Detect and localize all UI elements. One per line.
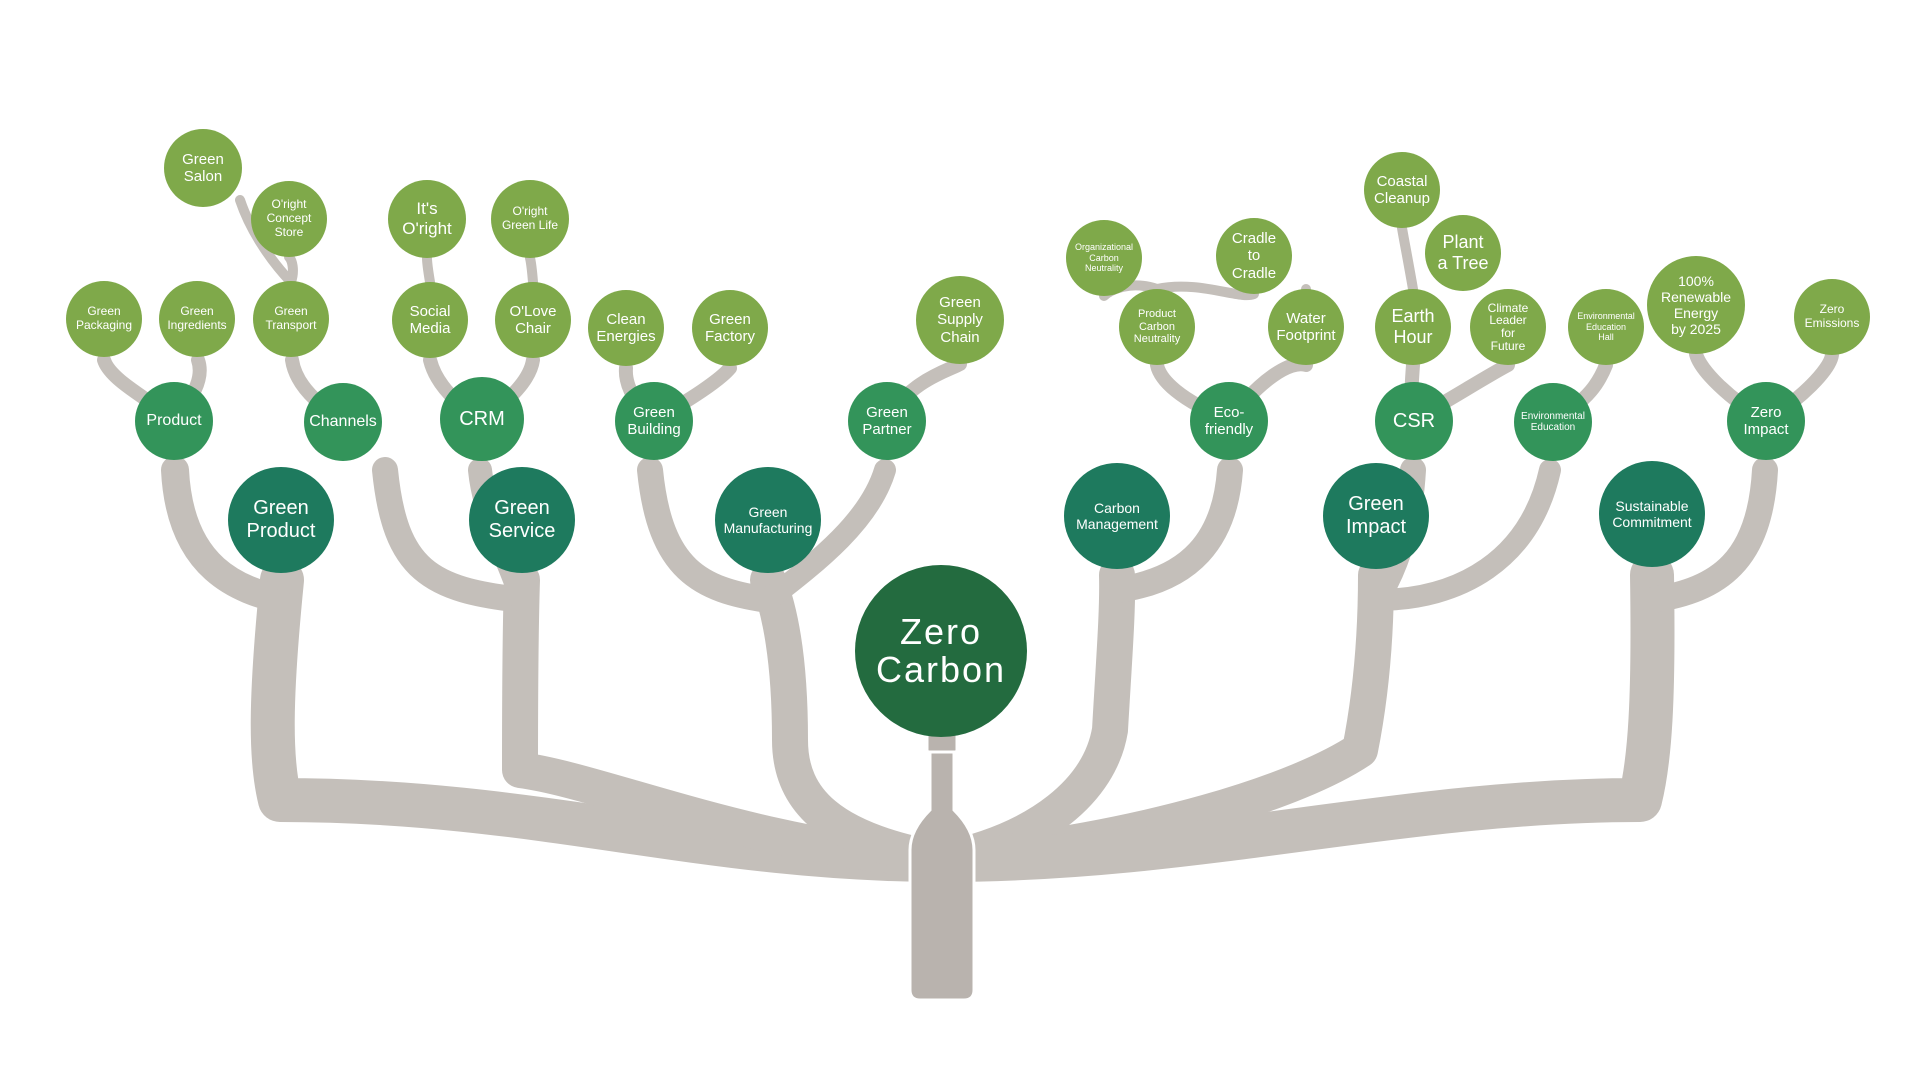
tree-branch bbox=[165, 490, 292, 610]
node-eco-friendly: Eco- friendly bbox=[1190, 382, 1268, 460]
node-product: Product bbox=[135, 382, 213, 460]
bottle-body bbox=[908, 750, 976, 1002]
node-green-partner: Green Partner bbox=[848, 382, 926, 460]
node-green-impact: Green Impact bbox=[1323, 463, 1429, 569]
node-organizational-carbon-neutrality: Organizational Carbon Neutrality bbox=[1066, 220, 1142, 296]
node-olove-chair: O'Love Chair bbox=[495, 282, 571, 358]
node-environmental-education: Environmental Education bbox=[1514, 383, 1592, 461]
node-crm: CRM bbox=[440, 377, 524, 461]
tree-branch bbox=[525, 253, 538, 287]
node-environmental-education-hall: Environmental Education Hall bbox=[1568, 289, 1644, 365]
node-green-ingredients: Green Ingredients bbox=[159, 281, 235, 357]
node-plant-a-tree: Plant a Tree bbox=[1425, 215, 1501, 291]
tree-branch bbox=[920, 553, 1675, 882]
tree-branch bbox=[1152, 281, 1259, 301]
node-oright-concept-store: O'right Concept Store bbox=[251, 181, 327, 257]
tree-branch bbox=[637, 457, 781, 613]
node-cradle-to-cradle: Cradle to Cradle bbox=[1216, 218, 1292, 294]
tree-branch bbox=[1639, 457, 1778, 613]
node-green-building: Green Building bbox=[615, 382, 693, 460]
node-earth-hour: Earth Hour bbox=[1375, 289, 1451, 365]
node-social-media: Social Media bbox=[392, 282, 468, 358]
node-sustainable-commitment: Sustainable Commitment bbox=[1599, 461, 1705, 567]
node-water-footprint: Water Footprint bbox=[1268, 289, 1344, 365]
tree-branch bbox=[284, 252, 298, 287]
tree-branch bbox=[1397, 223, 1418, 294]
node-root-zero-carbon: Zero Carbon bbox=[855, 565, 1027, 737]
tree-branch bbox=[1365, 459, 1561, 611]
tree-branch bbox=[1104, 457, 1243, 603]
node-carbon-management: Carbon Management bbox=[1064, 463, 1170, 569]
node-100-renewable-energy-by-2025: 100% Renewable Energy by 2025 bbox=[1647, 256, 1745, 354]
node-clean-energies: Clean Energies bbox=[588, 290, 664, 366]
tree-branch bbox=[372, 457, 535, 613]
node-channels: Channels bbox=[304, 383, 382, 461]
node-csr: CSR bbox=[1375, 382, 1453, 460]
node-green-supply-chain: Green Supply Chain bbox=[916, 276, 1004, 364]
node-green-product: Green Product bbox=[228, 467, 334, 573]
tree-branch bbox=[757, 459, 896, 611]
node-oright-green-life: O'right Green Life bbox=[491, 180, 569, 258]
node-climate-leader-for-future: Climate Leader for Future bbox=[1470, 289, 1546, 365]
node-green-service: Green Service bbox=[469, 467, 575, 573]
tree-branch bbox=[750, 562, 960, 878]
node-green-salon: Green Salon bbox=[164, 129, 242, 207]
node-green-packaging: Green Packaging bbox=[66, 281, 142, 357]
node-its-oright: It's O'right bbox=[388, 180, 466, 258]
node-green-transport: Green Transport bbox=[253, 281, 329, 357]
node-product-carbon-neutrality: Product Carbon Neutrality bbox=[1119, 289, 1195, 365]
node-zero-emissions: Zero Emissions bbox=[1794, 279, 1870, 355]
node-green-manufacturing: Green Manufacturing bbox=[715, 467, 821, 573]
node-zero-impact: Zero Impact bbox=[1727, 382, 1805, 460]
tree-branch bbox=[502, 562, 960, 878]
node-coastal-cleanup: Coastal Cleanup bbox=[1364, 152, 1440, 228]
tree-branch bbox=[422, 253, 435, 287]
node-green-factory: Green Factory bbox=[692, 290, 768, 366]
